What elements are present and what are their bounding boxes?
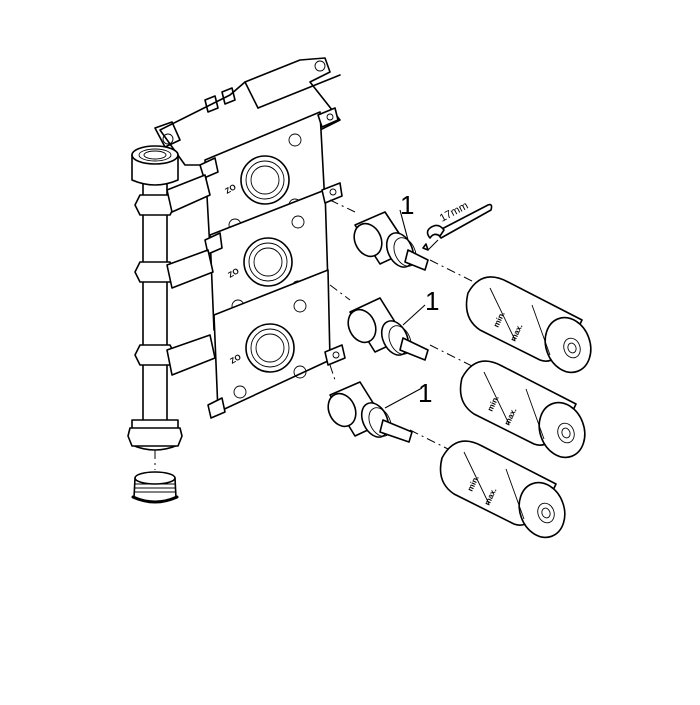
cover-middle: min. max. (459, 360, 586, 459)
mounting-frame-bottom: ZO (207, 269, 346, 419)
end-plug (131, 450, 179, 504)
supply-pipe (127, 145, 216, 451)
cover-bottom: min. max. (439, 440, 566, 539)
cover-top: min. max. (465, 276, 592, 374)
cartridge-top: 1 (353, 190, 429, 271)
cartridge-middle: 1 (347, 286, 439, 361)
callout-cartridge-top: 1 (400, 190, 414, 220)
callout-cartridge-bottom: 1 (418, 378, 432, 408)
callout-cartridge-middle: 1 (425, 286, 439, 316)
cartridge-bottom: 1 (327, 378, 432, 443)
wrench-17mm: 17mm (422, 200, 493, 251)
